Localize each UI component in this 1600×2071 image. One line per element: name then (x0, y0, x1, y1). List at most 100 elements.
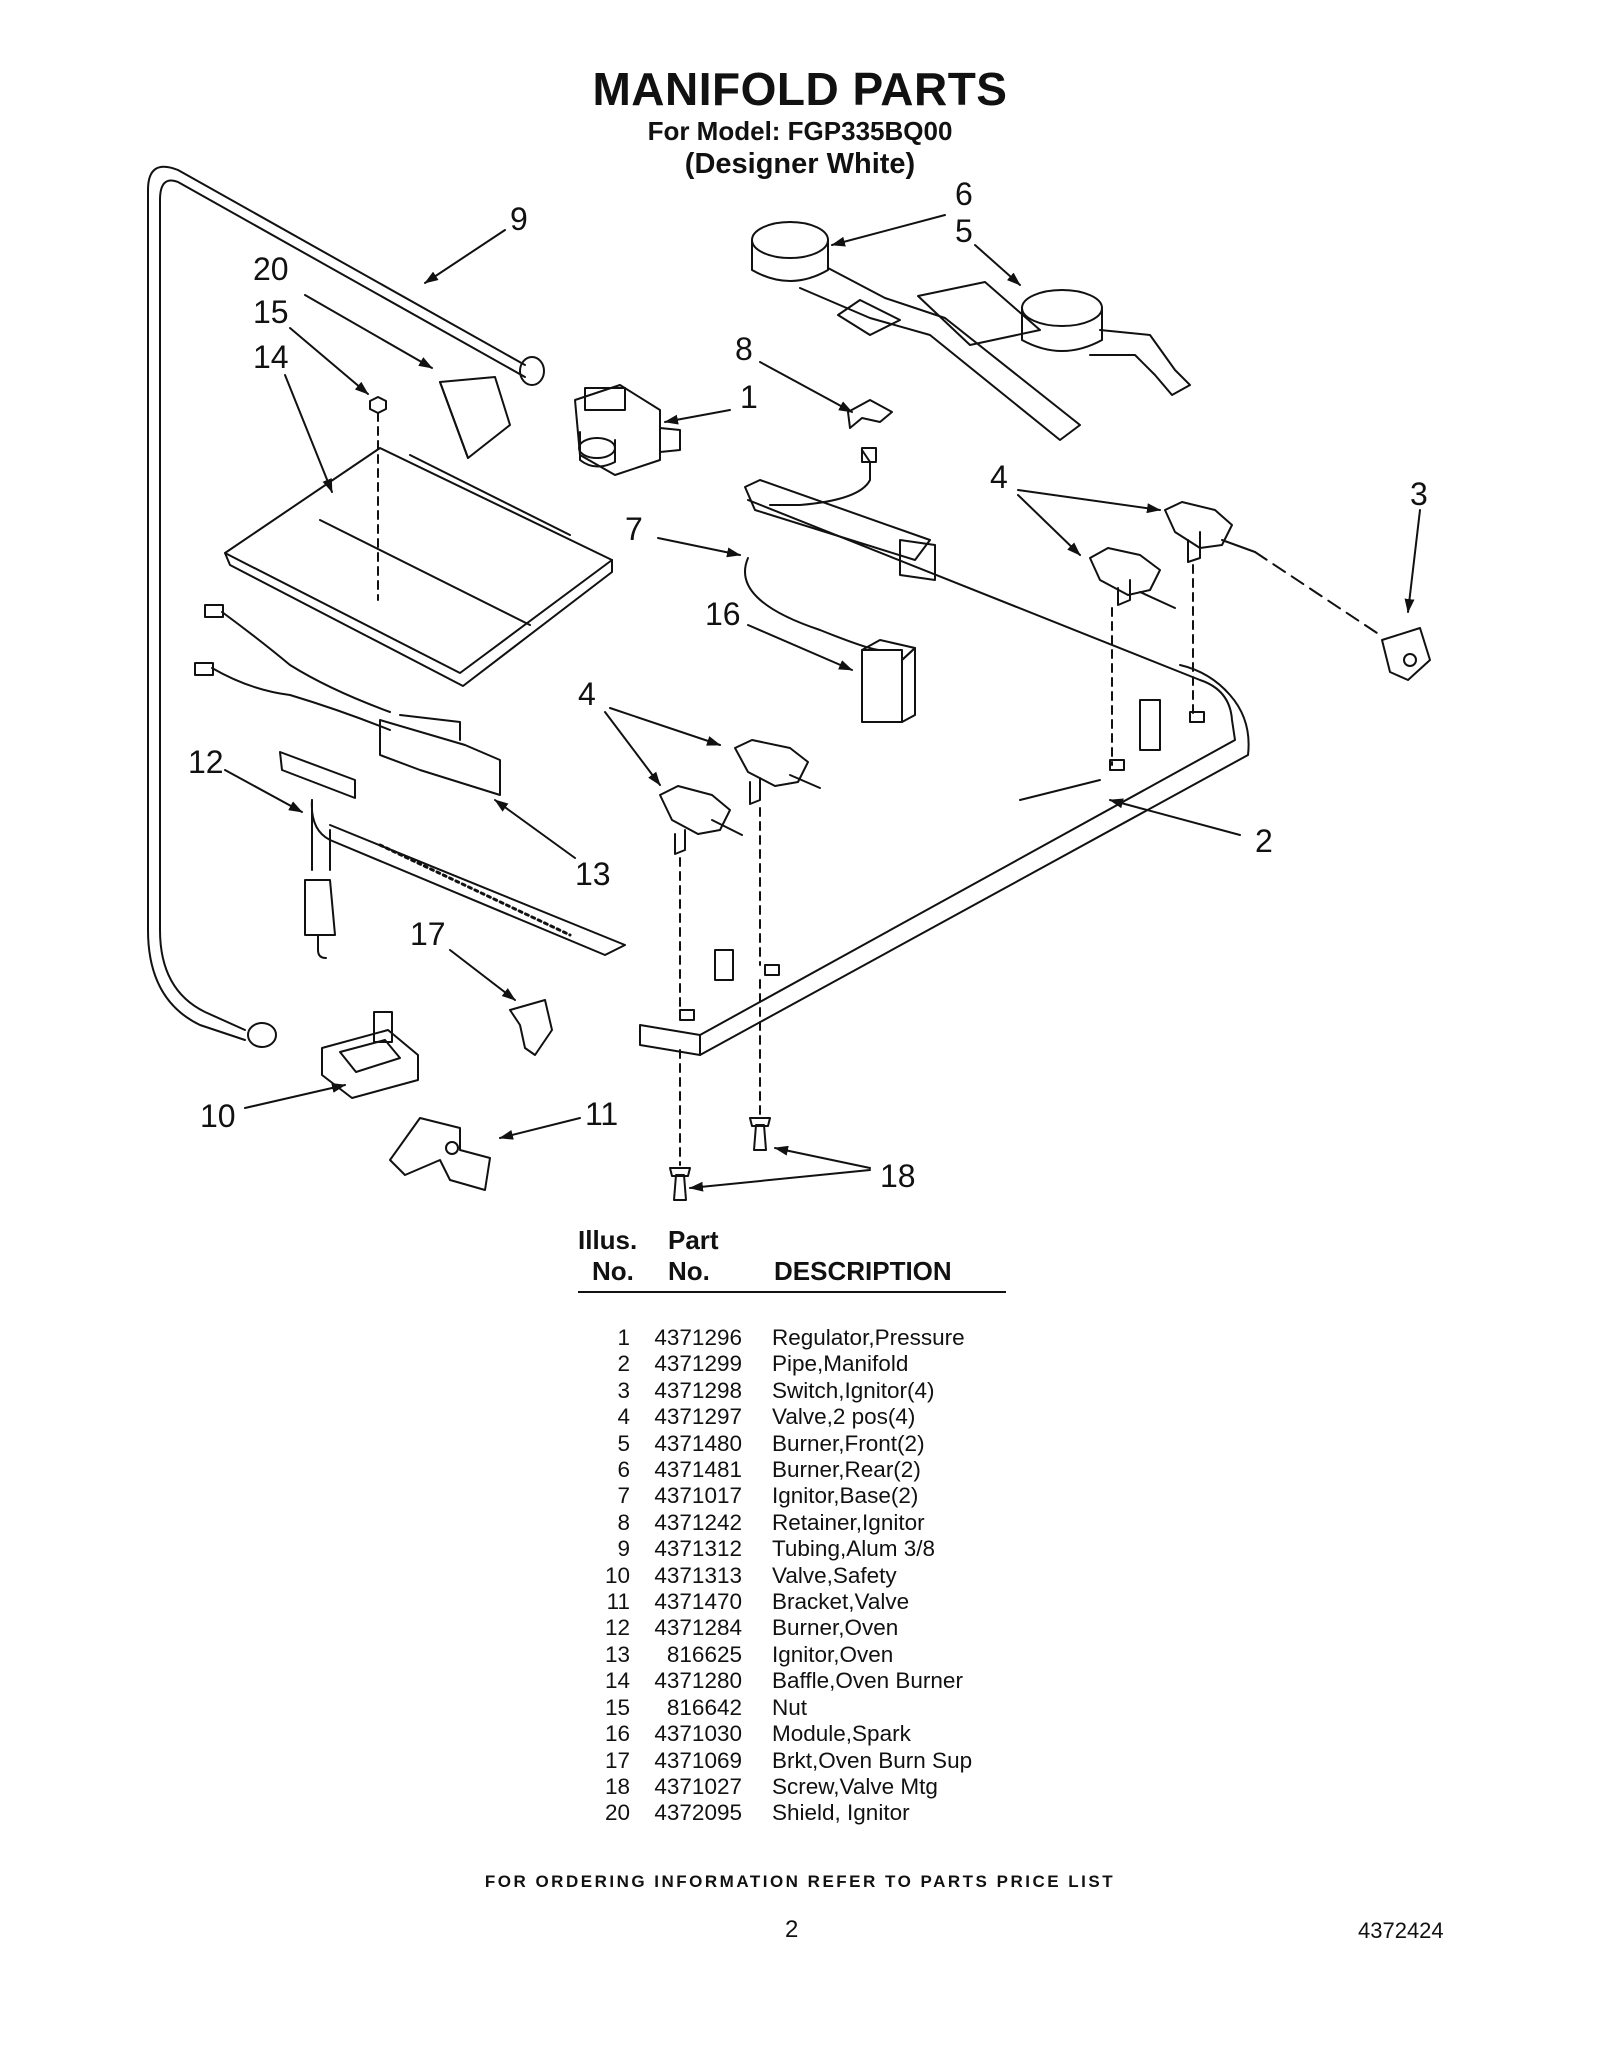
ordering-note: FOR ORDERING INFORMATION REFER TO PARTS … (484, 1872, 1116, 1891)
leader-arrows (224, 214, 1421, 1192)
part-number: 4371027 (654, 1773, 742, 1799)
part-number: 4371481 (654, 1457, 742, 1483)
callout-label: 7 (625, 511, 643, 547)
document-number: 4372424 (1358, 1918, 1444, 1943)
callout-labels: 9 20 15 14 6 5 8 1 4 3 7 16 4 12 13 2 17… (188, 176, 1428, 1194)
callout-label: 4 (578, 676, 596, 712)
page-number: 2 (785, 1916, 799, 1943)
part-number: 4371299 (654, 1351, 742, 1377)
illus-number: 4 (617, 1404, 630, 1430)
illus-number: 1 (617, 1325, 630, 1350)
valve-screw-part (749, 1117, 771, 1151)
table-row: 16 4371030 Module,Spark (560, 1721, 972, 1747)
illus-number: 10 (604, 1562, 630, 1588)
oven-burner-part (279, 751, 626, 959)
tubing-part (147, 165, 545, 1048)
part-description: Tubing,Alum 3/8 (772, 1536, 936, 1562)
ignitor-retainer-part (847, 399, 893, 429)
safety-valve-part (321, 1011, 419, 1099)
table-row: 20 4372095 Shield, Ignitor (560, 1800, 972, 1826)
valve-screw-part (669, 1167, 691, 1201)
callout-label: 17 (410, 916, 446, 952)
part-description: Valve,Safety (772, 1562, 897, 1588)
illus-number: 18 (604, 1773, 630, 1799)
illus-number: 2 (617, 1351, 630, 1377)
part-description: Switch,Ignitor(4) (772, 1377, 935, 1403)
valve-bracket-part (389, 1117, 491, 1191)
part-description: Burner,Rear(2) (772, 1457, 921, 1483)
part-number: 4371296 (654, 1325, 742, 1350)
callout-label: 3 (1410, 476, 1428, 512)
callout-label: 5 (955, 213, 973, 249)
part-number: 4371312 (654, 1536, 742, 1562)
ignitor-shield-part (439, 376, 511, 459)
part-description: Shield, Ignitor (772, 1800, 910, 1826)
callout-label: 1 (740, 379, 758, 415)
manifold-pipe-part (639, 499, 1250, 1056)
spark-module-part (861, 639, 916, 723)
part-header-line1: Part (668, 1225, 719, 1255)
valve-lower-right-part (734, 739, 821, 805)
callout-label: 16 (705, 596, 741, 632)
part-description: Regulator,Pressure (772, 1325, 965, 1350)
model-label: For Model: FGP335BQ00 (647, 116, 953, 146)
part-number: 4371017 (654, 1483, 742, 1509)
illus-number: 9 (617, 1536, 630, 1562)
illus-number: 13 (604, 1641, 630, 1667)
part-number: 4371030 (654, 1721, 742, 1747)
callout-label: 2 (1255, 823, 1273, 859)
part-number: 816642 (666, 1694, 742, 1720)
callout-label: 9 (510, 201, 528, 237)
illus-header-line2: No. (592, 1256, 634, 1286)
part-number: 4371298 (654, 1377, 742, 1403)
pressure-regulator-part (574, 384, 681, 476)
part-description: Ignitor,Oven (772, 1641, 894, 1667)
illus-number: 8 (617, 1509, 630, 1535)
part-description: Brkt,Oven Burn Sup (772, 1747, 973, 1773)
oven-ignitor-part (194, 604, 501, 796)
part-number: 4372095 (654, 1800, 742, 1826)
front-burner-part (917, 281, 1191, 396)
callout-label: 20 (253, 251, 289, 287)
illus-number: 16 (604, 1721, 630, 1747)
table-header-rule (578, 1291, 1006, 1293)
callout-label: 10 (200, 1098, 236, 1134)
baffle-part (224, 447, 613, 687)
part-description: Ignitor,Base(2) (772, 1483, 919, 1509)
illus-header-line1: Illus. (578, 1225, 638, 1255)
callout-label: 12 (188, 744, 224, 780)
callout-label: 15 (253, 294, 289, 330)
color-label: (Designer White) (684, 148, 916, 180)
part-number: 4371284 (654, 1615, 742, 1641)
part-number: 4371470 (654, 1589, 742, 1615)
callout-label: 14 (253, 339, 289, 375)
illus-number: 17 (604, 1747, 630, 1773)
part-description: Screw,Valve Mtg (772, 1773, 938, 1799)
callout-label: 13 (575, 856, 611, 892)
callout-label: 18 (880, 1158, 916, 1194)
part-number: 4371280 (654, 1668, 742, 1694)
illus-number: 20 (604, 1800, 630, 1826)
part-description: Bracket,Valve (772, 1589, 910, 1615)
table-row: 4 4371297 Valve,2 pos(4) (560, 1404, 972, 1430)
part-number: 4371069 (654, 1747, 742, 1773)
illus-number: 14 (604, 1668, 630, 1694)
table-row: 2 4371299 Pipe,Manifold (560, 1351, 972, 1377)
illus-number: 15 (604, 1694, 630, 1720)
table-row: 9 4371312 Tubing,Alum 3/8 (560, 1536, 972, 1562)
part-description: Pipe,Manifold (772, 1351, 909, 1377)
nut-part (369, 396, 387, 414)
part-description: Module,Spark (772, 1721, 911, 1747)
part-number: 4371297 (654, 1404, 742, 1430)
table-row: 18 4371027 Screw,Valve Mtg (560, 1774, 972, 1800)
part-description: Valve,2 pos(4) (772, 1404, 916, 1430)
part-header-line2: No. (668, 1256, 710, 1286)
part-description: Nut (772, 1694, 808, 1720)
valve-upper-left-part (1089, 547, 1176, 609)
callout-label: 4 (990, 459, 1008, 495)
valve-lower-left-part (659, 785, 743, 855)
